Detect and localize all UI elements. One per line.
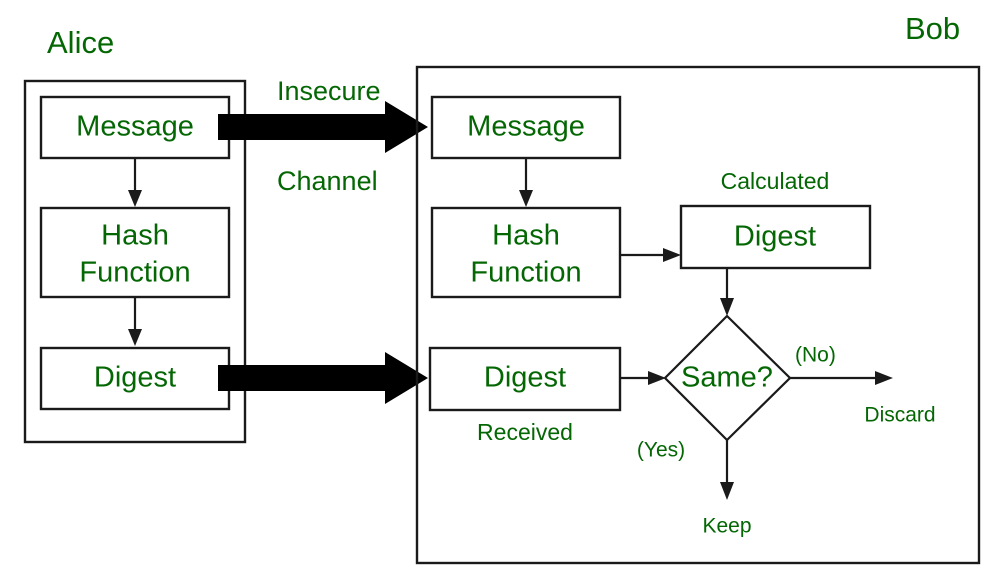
bob-calculated-digest-box [679, 204, 872, 270]
alice-message-to-hash-arrowhead [128, 190, 142, 207]
yes-branch-arrowhead [720, 482, 734, 500]
message-transfer-arrow [218, 101, 428, 153]
alice-hash-label-line1: Hash [101, 220, 169, 252]
alice-digest-label: Digest [94, 362, 176, 394]
insecure-channel-group: Insecure Channel [218, 76, 428, 404]
calculated-digest-caption: Calculated [721, 168, 830, 194]
alice-container [23, 79, 247, 444]
no-branch-label: (No) [795, 344, 836, 367]
bob-label: Bob [905, 11, 960, 46]
bob-container [415, 65, 981, 565]
bob-group: Bob Message Hash Function Calculated Dig… [415, 11, 981, 565]
digest-transfer-arrow [218, 352, 428, 404]
channel-label-line1: Insecure [277, 76, 381, 106]
keep-outcome-label: Keep [702, 515, 751, 538]
received-digest-to-decision-arrowhead [648, 371, 666, 385]
alice-digest-box [39, 346, 231, 411]
calculated-digest-to-decision-arrowhead [720, 298, 734, 316]
received-digest-caption: Received [477, 419, 573, 445]
bob-hash-to-calculated-digest-arrowhead [663, 248, 681, 262]
bob-hash-label-line1: Hash [492, 220, 560, 252]
channel-label-line2: Channel [277, 166, 378, 196]
same-decision-label: Same? [681, 362, 773, 394]
bob-hash-label-line2: Function [470, 257, 581, 289]
discard-outcome-label: Discard [864, 404, 935, 427]
bob-message-to-hash-arrowhead [519, 190, 533, 207]
alice-group: Alice Message Hash Function Digest [23, 25, 247, 444]
alice-hash-to-digest-arrowhead [128, 329, 142, 346]
alice-label: Alice [47, 25, 114, 60]
alice-hash-label-line2: Function [79, 257, 190, 289]
alice-message-label: Message [76, 111, 194, 143]
bob-calculated-digest-label: Digest [734, 221, 816, 253]
yes-branch-label: (Yes) [637, 439, 685, 462]
no-branch-arrowhead [875, 371, 893, 385]
bob-received-digest-label: Digest [484, 362, 566, 394]
bob-message-label: Message [467, 111, 585, 143]
alice-hash-function-box [39, 206, 231, 299]
bob-hash-function-box [430, 206, 622, 299]
bob-received-digest-box [428, 346, 622, 412]
